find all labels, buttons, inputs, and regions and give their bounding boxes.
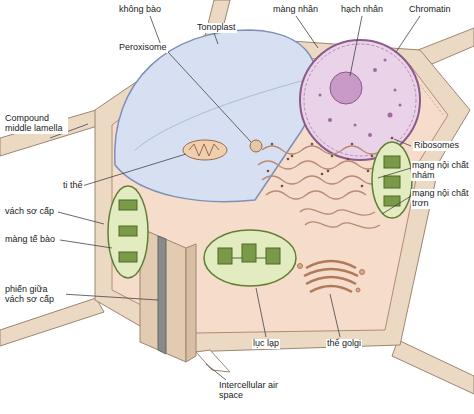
part-label: Ribosomes <box>413 141 460 151</box>
part-label: thể golgi <box>326 339 362 349</box>
part-label: Compound middle lamella <box>4 114 68 134</box>
part-label: Chromatin <box>408 5 452 15</box>
part-label: hạch nhân <box>340 5 384 15</box>
part-label: màng tế bào <box>4 235 56 245</box>
golgi <box>298 261 365 292</box>
part-label: không bào <box>118 5 162 15</box>
endoplasmic-reticulum <box>258 146 382 228</box>
vacuole <box>115 30 318 202</box>
neighbor-walls <box>0 0 474 394</box>
part-label: phiến giữa vách sơ cấp <box>4 285 66 305</box>
part-label: mạng nội chất nhám <box>411 161 471 181</box>
part-label: vách sơ cấp <box>4 207 55 217</box>
part-label: lục lạp <box>252 339 280 349</box>
nucleus <box>300 40 420 160</box>
peroxisome <box>250 140 262 152</box>
part-label: màng nhân <box>272 5 319 15</box>
part-label: Peroxisome <box>118 43 168 53</box>
mitochondrion <box>183 140 227 160</box>
leader-lines <box>50 16 420 380</box>
part-label: Intercellular air space <box>218 381 288 401</box>
part-label: mạng nội chất trơn <box>411 189 471 209</box>
part-label: ti thể <box>62 181 84 191</box>
part-label: Tonoplast <box>196 23 237 33</box>
